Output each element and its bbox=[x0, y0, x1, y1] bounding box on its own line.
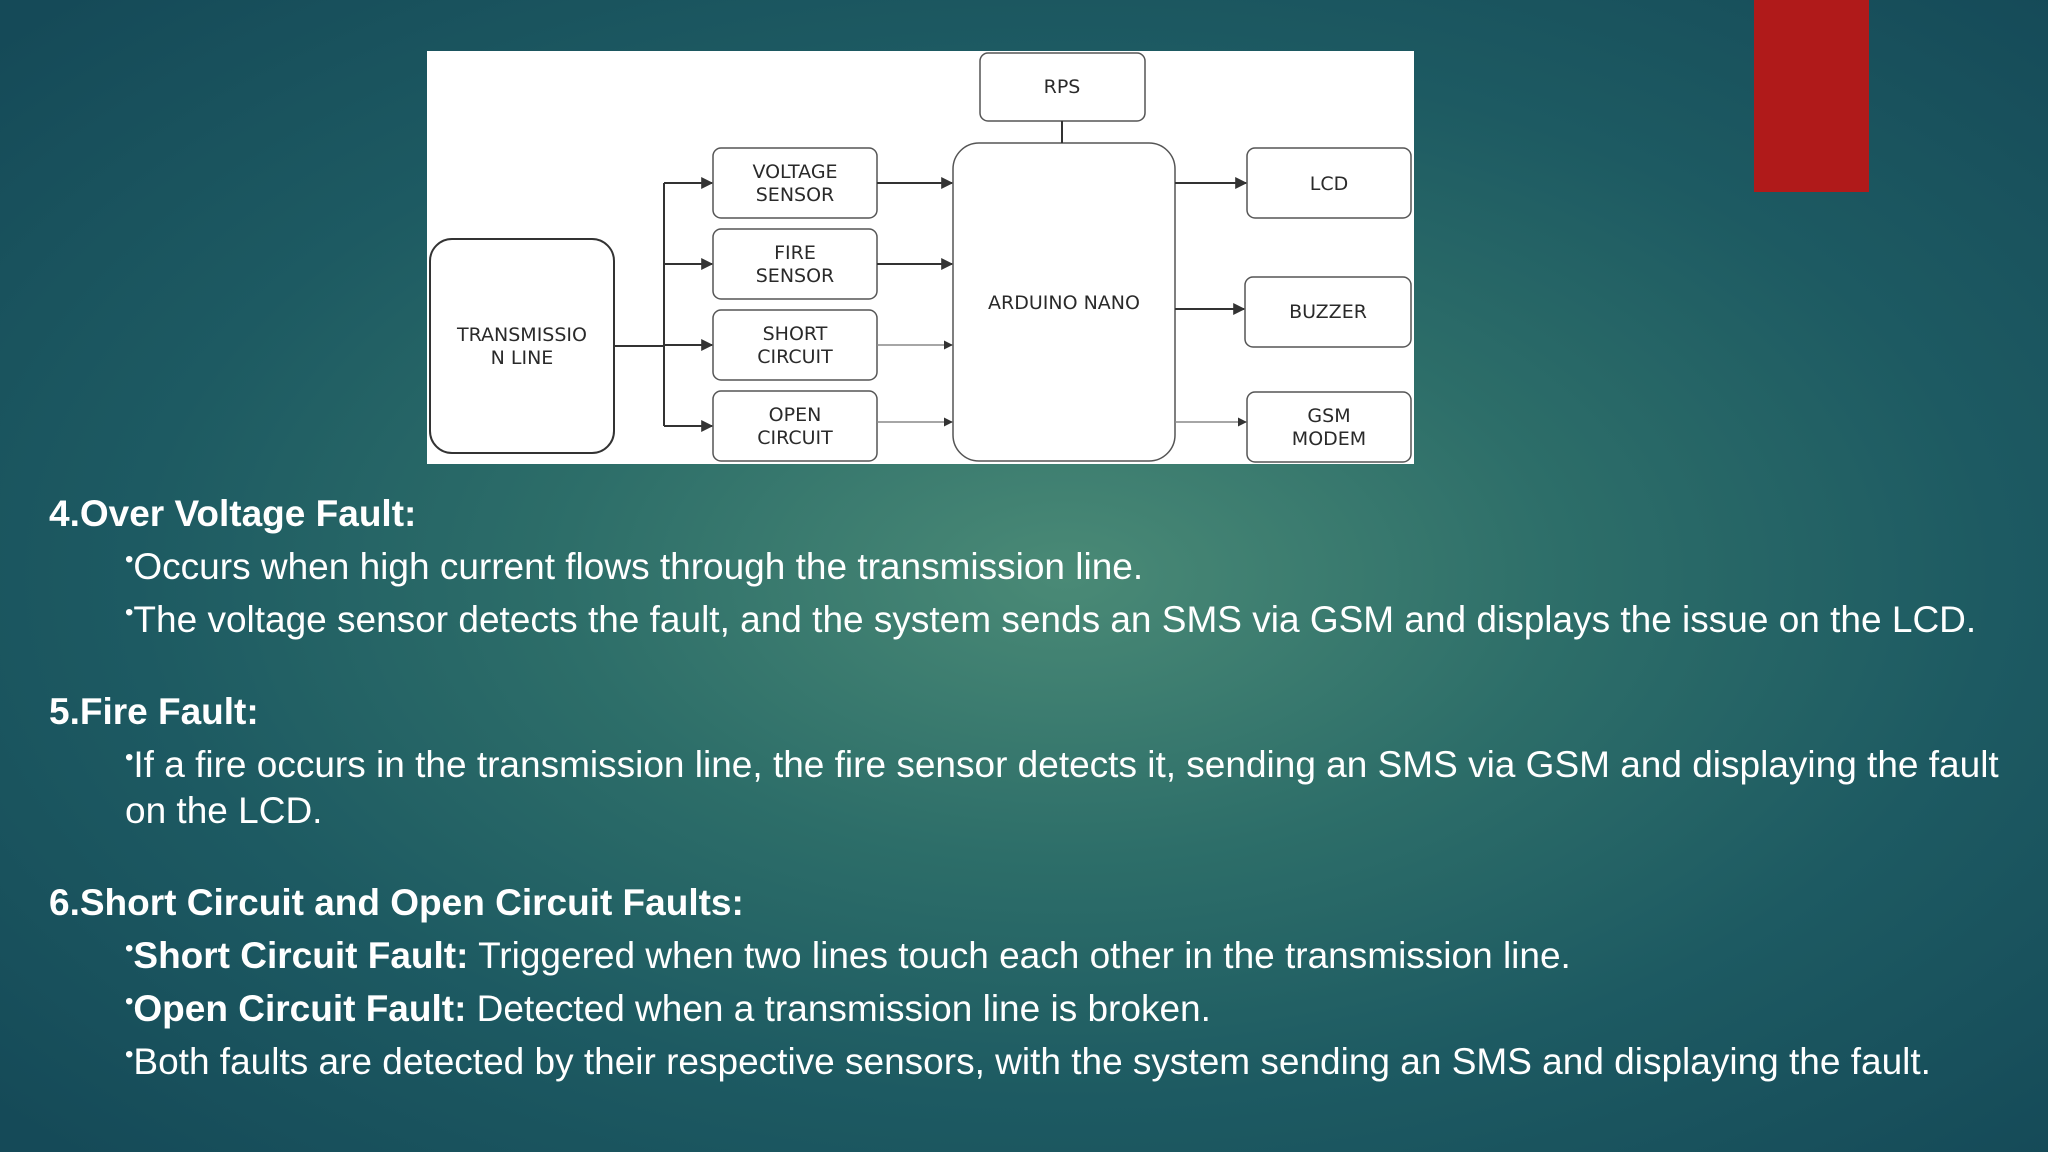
fire-fault-heading: 5.Fire Fault: bbox=[49, 691, 259, 732]
bullet-bold-lead: Short Circuit Fault: bbox=[133, 935, 469, 976]
bullet-dot: • bbox=[125, 546, 134, 573]
block-diagram-svg: RPS VOLTAGE SENSOR FIRE SENSOR SHORT CIR… bbox=[429, 52, 1412, 463]
bullet-text: Detected when a transmission line is bro… bbox=[466, 988, 1211, 1029]
voltage-sensor-label-2: SENSOR bbox=[756, 184, 835, 206]
bullet-item: •Both faults are detected by their respe… bbox=[49, 1032, 1999, 1085]
voltage-sensor-label: VOLTAGE bbox=[752, 161, 837, 183]
arduino-nano-box bbox=[952, 142, 1176, 462]
bullet-text: The voltage sensor detects the fault, an… bbox=[133, 599, 1977, 640]
bullet-item: •The voltage sensor detects the fault, a… bbox=[49, 590, 1999, 643]
spacer bbox=[49, 834, 1999, 880]
bullet-dot: • bbox=[125, 744, 134, 771]
bullet-dot: • bbox=[125, 1041, 134, 1068]
fire-sensor-box bbox=[712, 228, 878, 300]
bullet-text: Both faults are detected by their respec… bbox=[133, 1041, 1931, 1082]
transmission-line-label: TRANSMISSIO bbox=[456, 324, 587, 346]
open-circuit-label-2: CIRCUIT bbox=[757, 427, 833, 449]
transmission-line-label-2: N LINE bbox=[491, 347, 554, 369]
spacer bbox=[49, 643, 1999, 689]
red-accent-bar bbox=[1754, 0, 1869, 192]
bullet-dot: • bbox=[125, 988, 134, 1015]
gsm-modem-label: GSM bbox=[1307, 405, 1350, 427]
gsm-modem-label-2: MODEM bbox=[1292, 428, 1366, 450]
slide-body: 4.Over Voltage Fault: •Occurs when high … bbox=[49, 491, 1999, 1085]
bullet-text: Triggered when two lines touch each othe… bbox=[468, 935, 1571, 976]
transmission-line-box bbox=[429, 238, 615, 454]
lcd-label: LCD bbox=[1310, 173, 1348, 195]
bullet-item: •Short Circuit Fault: Triggered when two… bbox=[49, 926, 1999, 979]
arduino-nano-label: ARDUINO NANO bbox=[988, 292, 1140, 314]
bullet-bold-lead: Open Circuit Fault: bbox=[133, 988, 467, 1029]
fire-sensor-label: FIRE bbox=[774, 242, 816, 264]
open-circuit-label: OPEN bbox=[769, 404, 822, 426]
short-circuit-label: SHORT bbox=[763, 323, 828, 345]
bullet-item: •Occurs when high current flows through … bbox=[49, 537, 1999, 590]
bullet-text: If a fire occurs in the transmission lin… bbox=[125, 744, 1999, 831]
fire-sensor-label-2: SENSOR bbox=[756, 265, 835, 287]
bullet-text: Occurs when high current flows through t… bbox=[133, 546, 1144, 587]
bullet-item: •If a fire occurs in the transmission li… bbox=[49, 735, 1999, 834]
bullet-dot: • bbox=[125, 599, 134, 626]
block-diagram: RPS VOLTAGE SENSOR FIRE SENSOR SHORT CIR… bbox=[427, 51, 1414, 464]
bullet-item: •Open Circuit Fault: Detected when a tra… bbox=[49, 979, 1999, 1032]
rps-label: RPS bbox=[1044, 76, 1081, 98]
open-circuit-box bbox=[712, 390, 878, 462]
over-voltage-heading: 4.Over Voltage Fault: bbox=[49, 493, 417, 534]
short-circuit-box bbox=[712, 309, 878, 381]
short-open-circuit-heading: 6.Short Circuit and Open Circuit Faults: bbox=[49, 882, 744, 923]
bullet-dot: • bbox=[125, 935, 134, 962]
voltage-sensor-box bbox=[712, 147, 878, 219]
short-circuit-label-2: CIRCUIT bbox=[757, 346, 833, 368]
buzzer-label: BUZZER bbox=[1289, 301, 1367, 323]
gsm-modem-box bbox=[1246, 391, 1412, 463]
